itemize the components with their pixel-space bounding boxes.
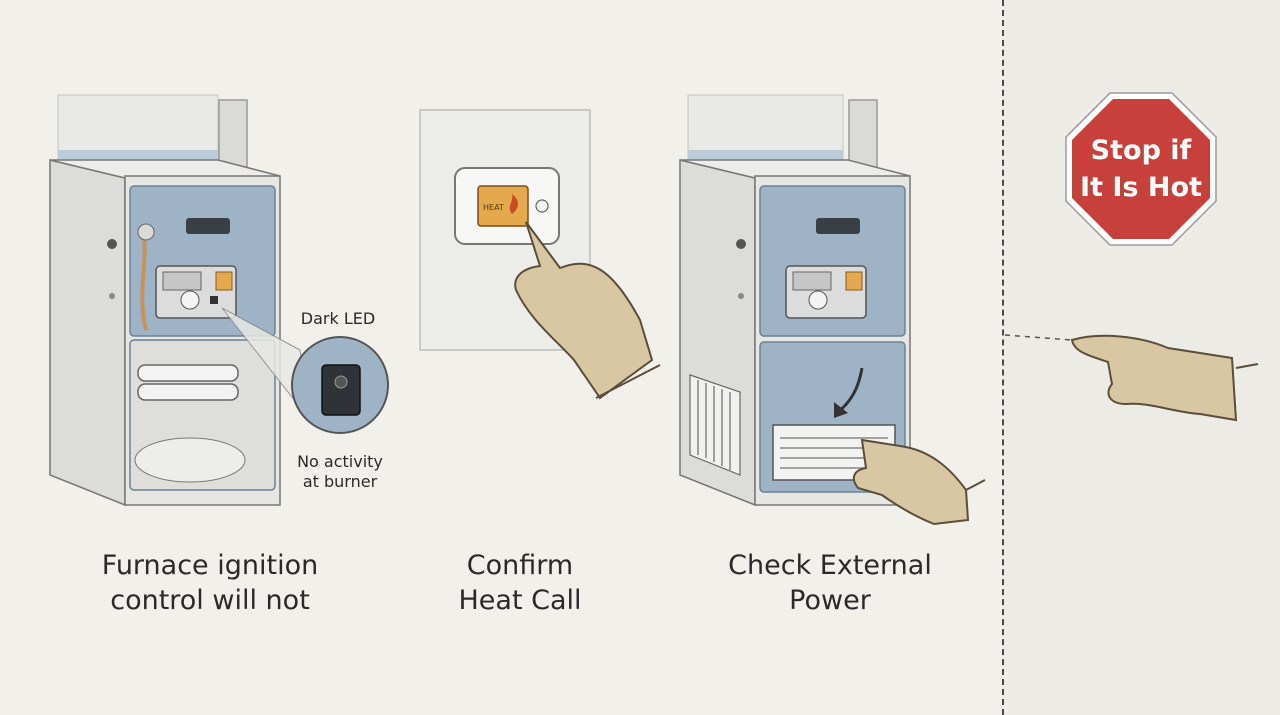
pointer-dashed-line [1004,334,1073,341]
furnace-1-illustration [49,94,281,507]
thermostat-mode-label: HEAT [483,203,504,212]
down-arrow-icon [834,367,864,418]
dark-led-callout [221,307,389,434]
pointing-hand-icon [1070,334,1259,422]
step-3-caption: Check External Power [728,550,932,616]
stop-sign-icon [1065,92,1217,246]
stop-sign-text: Stop if It Is Hot [1080,135,1202,203]
step-2-caption: Confirm Heat Call [458,550,582,616]
dark-led-label: Dark LED [300,309,376,328]
pointing-hand-icon [514,221,661,400]
step-1-caption: Furnace ignition control will not [101,550,319,616]
flame-icon [509,194,518,214]
no-activity-label: No activity at burner [297,452,383,491]
glove-icon [852,438,986,526]
dashed-divider [1002,0,1004,715]
